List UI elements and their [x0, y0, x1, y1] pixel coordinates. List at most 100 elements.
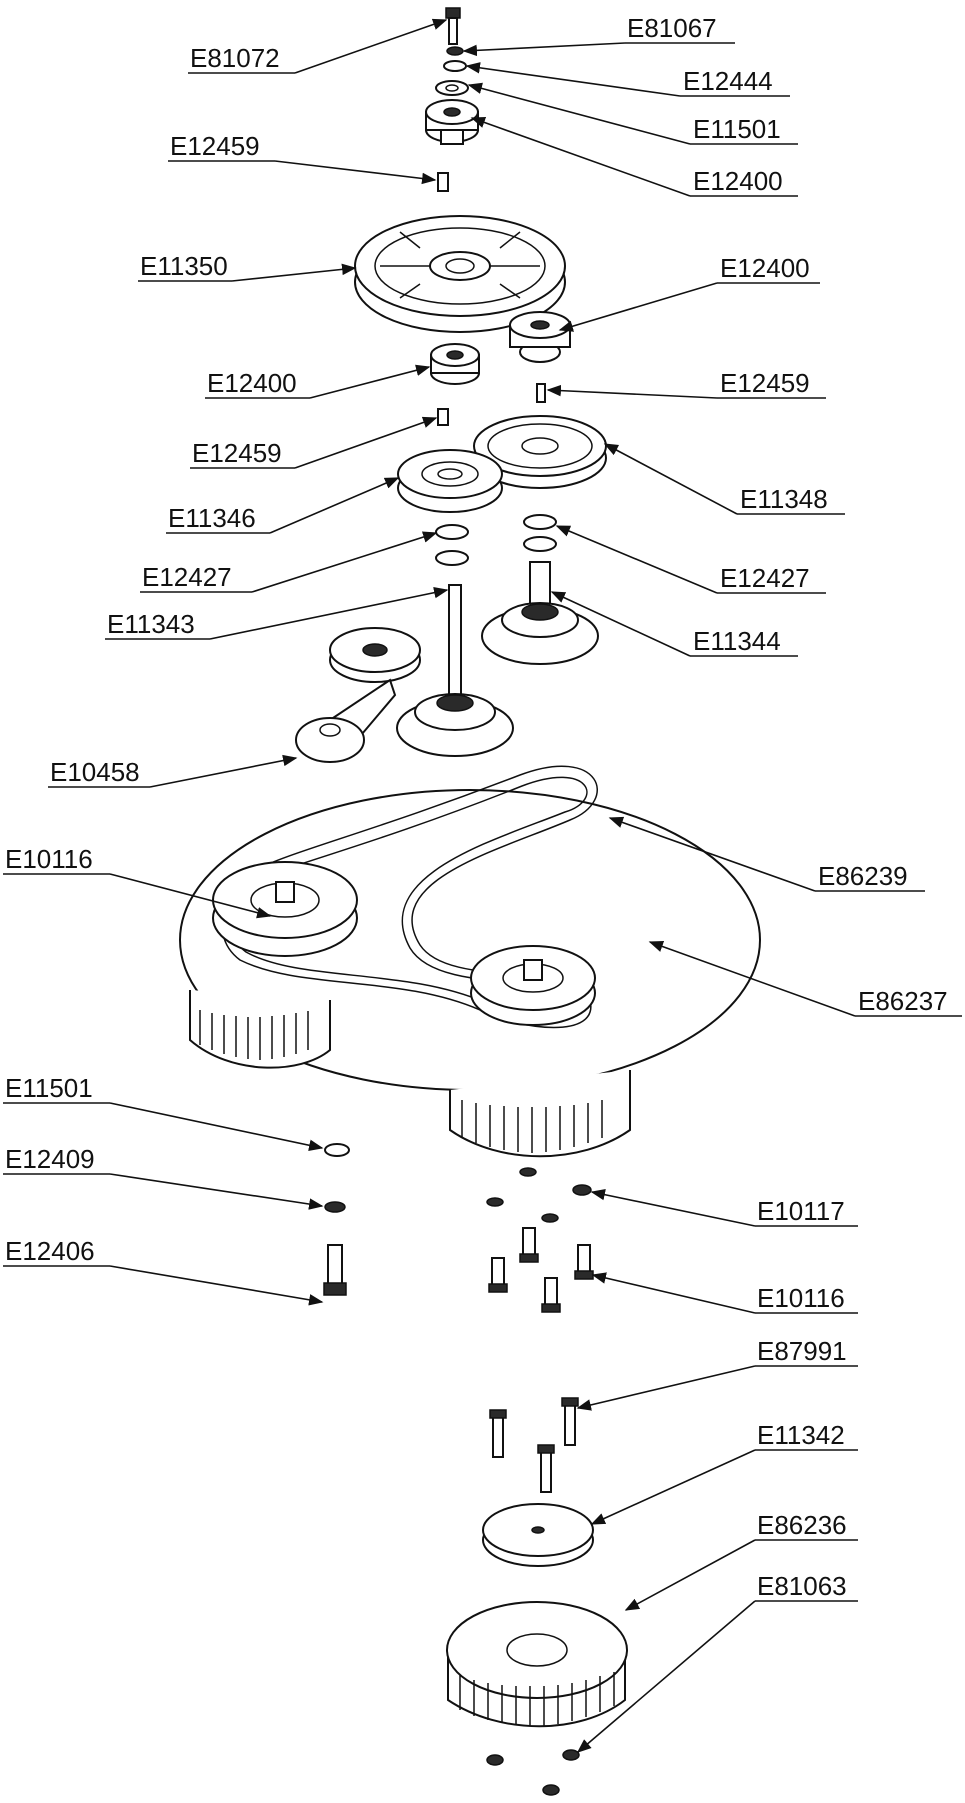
- hub-e12400-right: [509, 311, 571, 363]
- label-e10116-bottom: E10116: [757, 1283, 845, 1313]
- ring-e12427-left-2: [435, 550, 469, 566]
- drive-pulley-right: [470, 945, 596, 1026]
- callout-e12444: E12444: [465, 62, 790, 97]
- callout-e12427-left: E12427: [140, 531, 438, 593]
- label-e11501-bottom: E11501: [5, 1073, 93, 1103]
- label-e11348: E11348: [740, 484, 828, 514]
- callout-e11350: E11350: [138, 251, 357, 282]
- label-e87991: E87991: [757, 1336, 847, 1366]
- callout-e10458: E10458: [48, 754, 298, 788]
- callout-e10117: E10117: [590, 1189, 858, 1227]
- callout-e12459-top: E12459: [168, 131, 437, 185]
- label-e10458: E10458: [50, 757, 140, 787]
- label-e12400-mid: E12400: [207, 368, 297, 398]
- bolts-e87991-group: [489, 1397, 579, 1493]
- brush-under-left: [189, 990, 331, 1069]
- bolt-e81072: [445, 7, 461, 45]
- key-e12459-right: [536, 383, 546, 403]
- washer-e11501-bottom: [324, 1143, 350, 1157]
- label-e81072: E81072: [190, 43, 280, 73]
- label-e86236: E86236: [757, 1510, 847, 1540]
- callout-e11346: E11346: [166, 477, 400, 534]
- callout-e87991: E87991: [576, 1336, 858, 1411]
- bolt-e12406: [323, 1244, 347, 1296]
- callout-e12400-right: E12400: [558, 253, 820, 332]
- callout-e12409: E12409: [3, 1144, 324, 1210]
- callout-e11343: E11343: [105, 586, 449, 640]
- label-e81063: E81063: [757, 1571, 847, 1601]
- callout-e12427-right: E12427: [555, 525, 826, 594]
- brush-e86236: [446, 1601, 628, 1728]
- parts-drawing: [179, 7, 761, 1796]
- label-e12459-right: E12459: [720, 368, 810, 398]
- pulley-e11346: [397, 449, 503, 513]
- callout-e11501-bottom: E11501: [3, 1073, 324, 1151]
- label-e12406: E12406: [5, 1236, 95, 1266]
- label-e12444: E12444: [683, 66, 773, 96]
- label-e11501-top: E11501: [693, 114, 781, 144]
- callout-e86237: E86237: [648, 940, 962, 1017]
- callout-e81067: E81067: [462, 13, 735, 57]
- shaft-e11344: [481, 561, 599, 665]
- nut-e81063-2: [562, 1749, 580, 1761]
- belt-e86239: [221, 765, 598, 1029]
- label-e11342: E11342: [757, 1420, 845, 1450]
- washer-e11501-top: [435, 80, 469, 96]
- ring-e12427-right-1: [523, 514, 557, 530]
- hub-e12400-mid: [430, 343, 480, 385]
- hub-e12400-top: [425, 99, 479, 145]
- callout-e12459-mid: E12459: [190, 416, 438, 469]
- label-e11343: E11343: [107, 609, 195, 639]
- callout-e12400-top: E12400: [470, 116, 798, 197]
- callout-e11344: E11344: [550, 591, 798, 657]
- callout-e11501-top: E11501: [467, 82, 798, 145]
- bolts-e10116-group: [488, 1227, 594, 1313]
- brush-under-right: [449, 1070, 631, 1158]
- callout-e10116-bottom: E10116: [591, 1272, 858, 1314]
- label-e10116-top: E10116: [5, 844, 93, 874]
- label-e81067: E81067: [627, 13, 717, 43]
- washer-e12409: [324, 1201, 346, 1213]
- callout-e86236: E86236: [624, 1510, 858, 1611]
- callout-e12406: E12406: [3, 1236, 324, 1306]
- shaft-e11343: [396, 584, 514, 757]
- nut-e81063-3: [542, 1784, 560, 1796]
- tensioner-e10458: [295, 627, 421, 763]
- label-e12400-top: E12400: [693, 166, 783, 196]
- label-e12427-left: E12427: [142, 562, 232, 592]
- key-e12459-mid: [437, 408, 449, 426]
- ring-e12427-right-2: [523, 536, 557, 552]
- pulley-e11348: [473, 415, 607, 489]
- label-e86237: E86237: [858, 986, 948, 1016]
- label-e11344: E11344: [693, 626, 781, 656]
- nut-e81063-1: [486, 1754, 504, 1766]
- pulley-e11350: [354, 215, 566, 333]
- label-e12459-mid: E12459: [192, 438, 282, 468]
- callout-e81072: E81072: [188, 18, 448, 74]
- label-e12409: E12409: [5, 1144, 95, 1174]
- label-e86239: E86239: [818, 861, 908, 891]
- washer-small-2: [486, 1197, 504, 1207]
- callouts: E81072 E81067 E12444 E11501 E12459 E1240…: [3, 13, 962, 1753]
- label-e10117: E10117: [757, 1196, 845, 1226]
- label-e12427-right: E12427: [720, 563, 810, 593]
- callout-e11342: E11342: [590, 1420, 858, 1525]
- washer-e10117: [572, 1184, 592, 1196]
- callout-e10116-top: E10116: [3, 844, 272, 919]
- label-e11346: E11346: [168, 503, 256, 533]
- washer-small-1: [519, 1167, 537, 1177]
- ring-e12427-left-1: [435, 524, 469, 540]
- washer-e12444: [443, 60, 467, 72]
- callout-e81063: E81063: [576, 1571, 858, 1753]
- label-e12459-top: E12459: [170, 131, 260, 161]
- callout-e11348: E11348: [603, 443, 845, 515]
- washer-e81067: [446, 46, 464, 56]
- callout-e86239: E86239: [608, 816, 925, 892]
- callout-e12400-mid: E12400: [205, 364, 431, 399]
- callout-e12459-right: E12459: [546, 368, 826, 399]
- disc-e11342: [482, 1503, 594, 1567]
- label-e11350: E11350: [140, 251, 228, 281]
- key-e12459-top: [437, 172, 449, 192]
- drive-pulley-left: [212, 861, 358, 957]
